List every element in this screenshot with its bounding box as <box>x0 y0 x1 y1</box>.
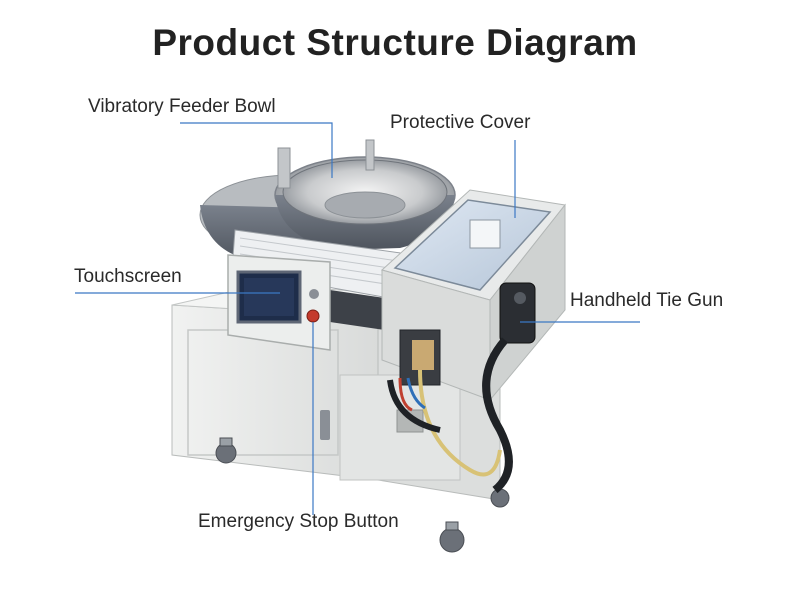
handheld-tie-gun <box>387 282 536 494</box>
leader-lines <box>75 122 640 515</box>
main-housing <box>380 189 566 402</box>
leader-feeder-bowl <box>180 122 333 178</box>
label-touchscreen: Touchscreen <box>74 266 182 287</box>
indicator-icon <box>309 289 319 299</box>
label-protective-cover: Protective Cover <box>390 112 531 133</box>
caster-wheels <box>215 437 510 553</box>
label-handheld-tie-gun: Handheld Tie Gun <box>570 290 724 311</box>
label-vibratory-feeder-bowl: Vibratory Feeder Bowl <box>88 96 276 117</box>
control-panel <box>227 254 331 351</box>
page-title: Product Structure Diagram <box>152 22 638 63</box>
label-emergency-stop-button: Emergency Stop Button <box>198 511 399 532</box>
door-handle <box>320 410 330 440</box>
emergency-stop-knob <box>306 309 320 323</box>
